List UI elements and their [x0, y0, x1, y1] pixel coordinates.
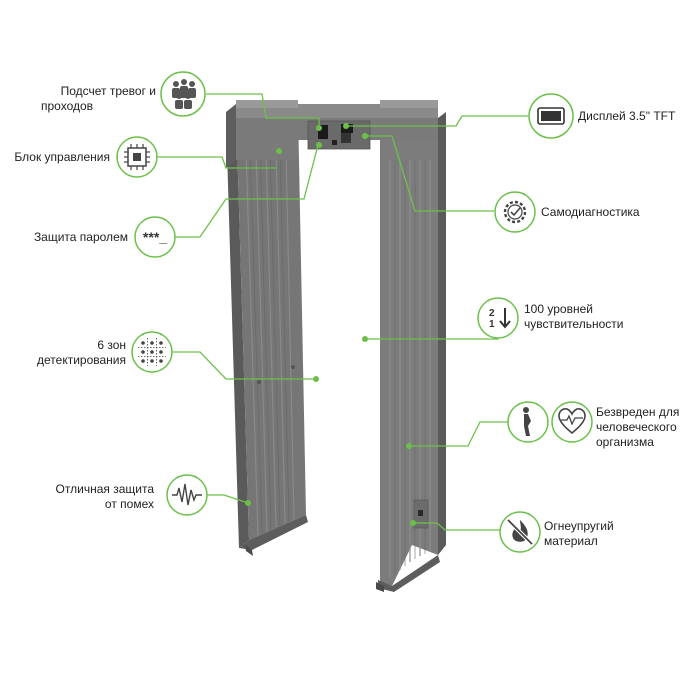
label-harmless: Безвреден для человеческого организма [596, 405, 696, 450]
label-line: Блок управления [14, 150, 110, 164]
password-dots-icon: ***_ [134, 216, 176, 258]
label-line: Безвреден для [596, 405, 680, 419]
label-line: организма [596, 435, 654, 449]
label-alarm-count: Подсчет тревог и проходов [0, 84, 156, 114]
gear-check-icon [494, 191, 536, 233]
label-display: Дисплей 3.5" TFT [578, 109, 696, 124]
label-fireproof: Огнеупругий материал [544, 519, 664, 549]
label-line: Защита паролем [33, 230, 128, 244]
label-line: Дисплей 3.5" TFT [578, 109, 676, 123]
label-self-diagnostics: Самодиагностика [541, 205, 691, 220]
zones-grid-icon [131, 331, 173, 373]
label-line: проходов [41, 99, 94, 113]
people-crowd-icon [160, 71, 206, 117]
label-line: человеческого [596, 420, 677, 434]
label-zones: 6 зон детектирования [0, 338, 126, 368]
waveform-icon [166, 474, 208, 516]
pregnant-icon [507, 401, 549, 443]
label-line: Огнеупругий [544, 519, 614, 533]
display-icon [528, 93, 574, 139]
label-control-unit: Блок управления [0, 150, 110, 165]
chip-icon [116, 136, 158, 178]
heart-pulse-icon [551, 401, 593, 443]
callout-lines [156, 93, 528, 531]
walk-through-metal-detector [226, 100, 446, 592]
label-line: 6 зон [97, 338, 126, 352]
label-sensitivity: 100 уровней чувствительности [524, 302, 674, 332]
no-fire-icon [499, 511, 541, 553]
sort-down-icon: 2 1 [477, 297, 519, 339]
label-line: Отличная защита [55, 482, 154, 496]
svg-text:1: 1 [489, 319, 495, 330]
label-line: 100 уровней [524, 302, 593, 316]
label-interference: Отличная защита от помех [0, 482, 154, 512]
svg-text:***_: ***_ [143, 229, 167, 245]
svg-text:2: 2 [489, 308, 495, 319]
label-line: чувствительности [524, 317, 624, 331]
label-line: материал [544, 534, 598, 548]
callout-dots [245, 123, 416, 526]
label-line: Самодиагностика [541, 205, 640, 219]
label-line: Подсчет тревог и [60, 84, 156, 98]
label-password: Защита паролем [0, 230, 128, 245]
label-line: от помех [104, 497, 154, 511]
label-line: детектирования [37, 353, 126, 367]
